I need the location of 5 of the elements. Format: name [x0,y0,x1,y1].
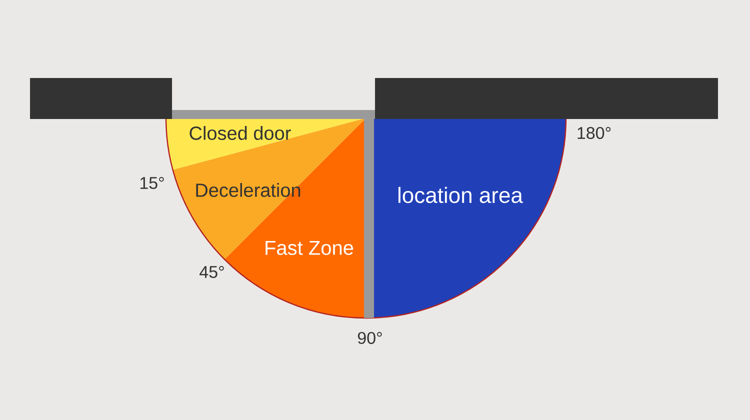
sector: Closed door [166,118,366,170]
sector: location area [366,118,566,318]
angle-label: 90° [358,332,382,344]
angle-label: 45° [200,266,224,278]
angle-label: 15° [140,176,164,190]
